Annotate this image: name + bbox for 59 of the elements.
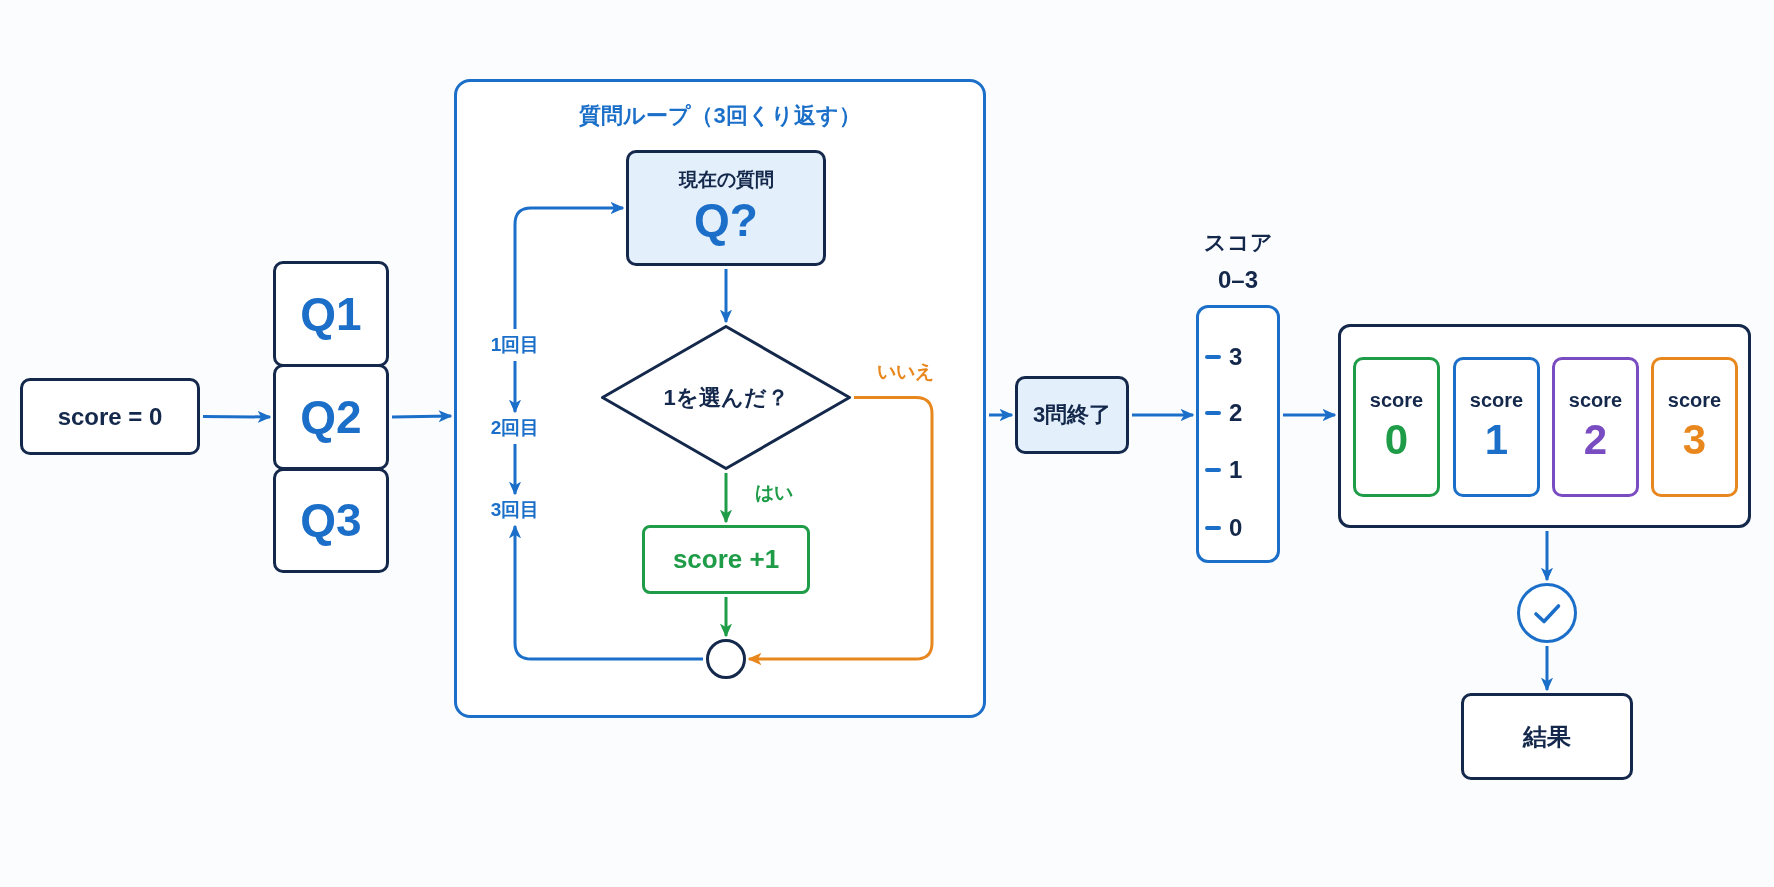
score-value: 2 [1583,416,1608,465]
result-label: 結果 [1523,722,1571,751]
scale-heading: 0–3 [1216,266,1259,294]
arrow [508,524,703,661]
question-card [273,261,389,367]
question-card [273,364,389,470]
tick-label: 2 [1229,399,1243,427]
iteration-label: 1回目 [477,332,553,358]
process-box [642,525,810,594]
tick-label: 1 [1229,456,1243,484]
arrow [508,361,522,414]
question-card [273,468,389,573]
step-label: score = 0 [57,402,163,431]
arrow [719,597,733,638]
tick-label: 3 [1229,343,1243,371]
process-box [626,150,826,266]
arrow [1540,646,1554,692]
arrow [719,269,733,324]
question-label: Q? [694,194,758,248]
score-card [1552,357,1639,497]
card-label: score [1369,389,1424,413]
question-label: Q2 [300,390,362,444]
question-label: Q1 [300,287,362,341]
score-card [1651,357,1738,497]
junction-circle [706,639,746,679]
card-label: score [1568,389,1623,413]
card-label: score [1667,389,1722,413]
tick-label: 0 [1229,514,1243,542]
check-icon [1517,583,1577,643]
arrow [1283,408,1337,422]
arrow [203,410,272,423]
process-box [1015,376,1129,454]
box-heading: 現在の質問 [678,168,774,191]
process-box [20,378,200,455]
step-label: score +1 [672,544,780,575]
loop-frame [454,79,986,718]
arrow [1132,408,1195,422]
iteration-label: 3回目 [477,497,553,523]
loop-title: 質問ループ（3回くり返す） [579,103,861,129]
score-value: 3 [1682,416,1707,465]
iteration-label: 2回目 [477,415,553,441]
question-label: Q3 [300,494,362,547]
score-card [1353,357,1440,497]
score-value: 1 [1484,416,1509,465]
result-box [1461,693,1633,780]
card-label: score [1469,389,1524,413]
arrow [719,473,733,524]
arrow [1540,531,1554,582]
arrow [747,396,934,666]
arrow [391,410,453,423]
step-label: 3問終了 [1032,402,1112,428]
card-group-panel [1338,324,1751,528]
scale-heading: スコア [1202,230,1274,256]
arrow [989,408,1014,422]
score-card [1453,357,1540,497]
decision-label: 1を選んだ？ [663,384,789,411]
arrow [508,444,522,496]
arrow [513,201,625,329]
score-value: 0 [1384,416,1409,465]
